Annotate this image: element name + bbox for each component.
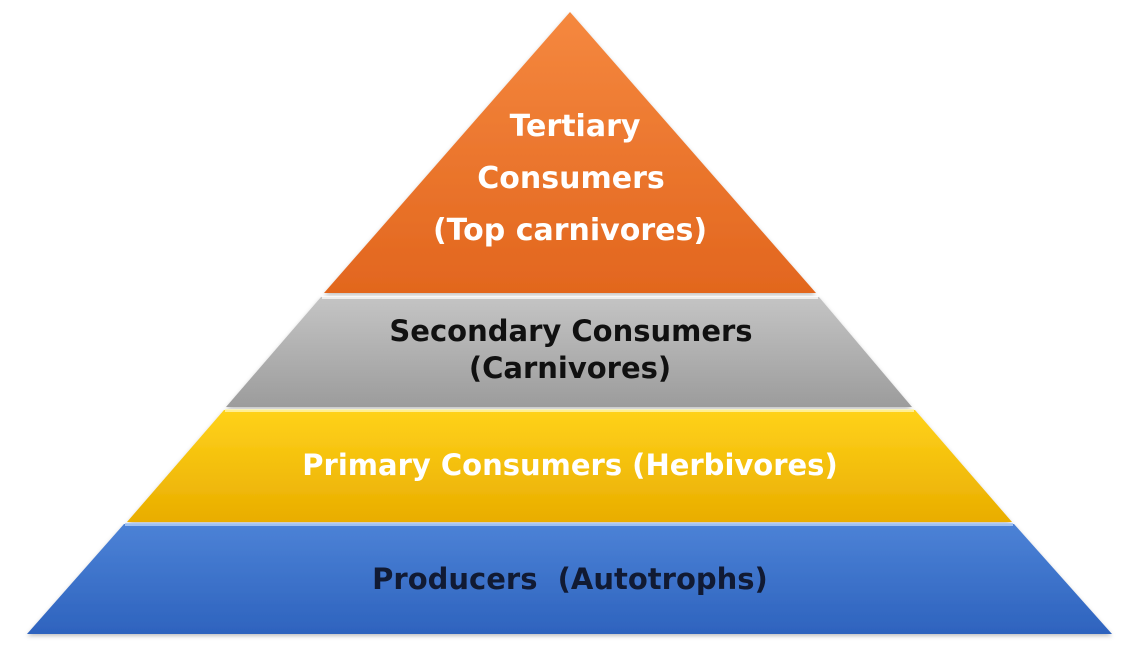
tier-primary-shape bbox=[127, 410, 1012, 522]
tier-secondary-shape bbox=[226, 297, 912, 407]
tier-secondary-label-line-1: Secondary Consumers bbox=[389, 314, 752, 348]
tier-secondary-consumers: Secondary Consumers (Carnivores) bbox=[226, 296, 912, 407]
tier-tertiary-shape bbox=[324, 12, 816, 293]
tier-producers: Producers (Autotrophs) bbox=[27, 523, 1112, 634]
tier-primary-label: Primary Consumers (Herbivores) bbox=[302, 448, 837, 482]
tier-producers-label: Producers (Autotrophs) bbox=[372, 562, 768, 596]
tier-tertiary-label-line-2: Consumers bbox=[477, 161, 664, 196]
tier-tertiary-label-line-3: (Top carnivores) bbox=[433, 213, 707, 248]
tier-secondary-label-line-2: (Carnivores) bbox=[469, 351, 671, 385]
tier-primary-consumers: Primary Consumers (Herbivores) bbox=[127, 409, 1012, 522]
tier-tertiary-label-line-1: Tertiary bbox=[510, 109, 641, 144]
tier-tertiary-consumers: Tertiary Consumers (Top carnivores) bbox=[324, 12, 816, 293]
tier-producers-shape bbox=[27, 524, 1112, 634]
